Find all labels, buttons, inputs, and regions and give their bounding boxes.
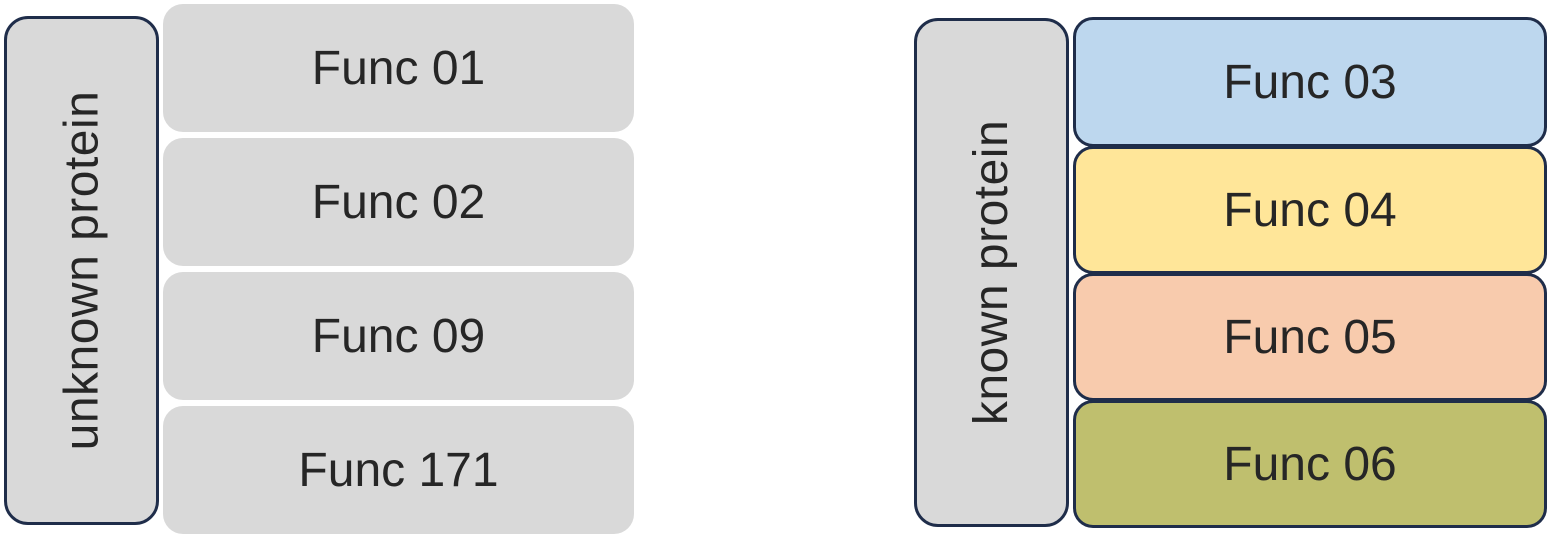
func-box-171: Func 171 (163, 406, 634, 534)
func-box-03: Func 03 (1073, 17, 1547, 147)
known-protein-label-box: known protein (914, 18, 1069, 527)
func-label: Func 02 (311, 175, 486, 229)
func-label: Func 05 (1223, 310, 1397, 364)
func-label: Func 09 (311, 309, 486, 363)
func-box-02: Func 02 (163, 138, 634, 266)
func-label: Func 01 (311, 41, 486, 95)
func-box-01: Func 01 (163, 4, 634, 132)
func-label: Func 171 (298, 443, 499, 497)
func-box-06: Func 06 (1073, 400, 1547, 528)
func-box-05: Func 05 (1073, 273, 1547, 401)
unknown-protein-label: unknown protein (55, 90, 108, 451)
func-box-04: Func 04 (1073, 146, 1547, 274)
func-label: Func 04 (1223, 183, 1397, 237)
func-label: Func 06 (1223, 437, 1397, 491)
known-protein-label: known protein (965, 119, 1019, 426)
unknown-protein-label-box: unknown protein (4, 16, 159, 525)
func-box-09: Func 09 (163, 272, 634, 400)
func-label: Func 03 (1223, 55, 1397, 109)
